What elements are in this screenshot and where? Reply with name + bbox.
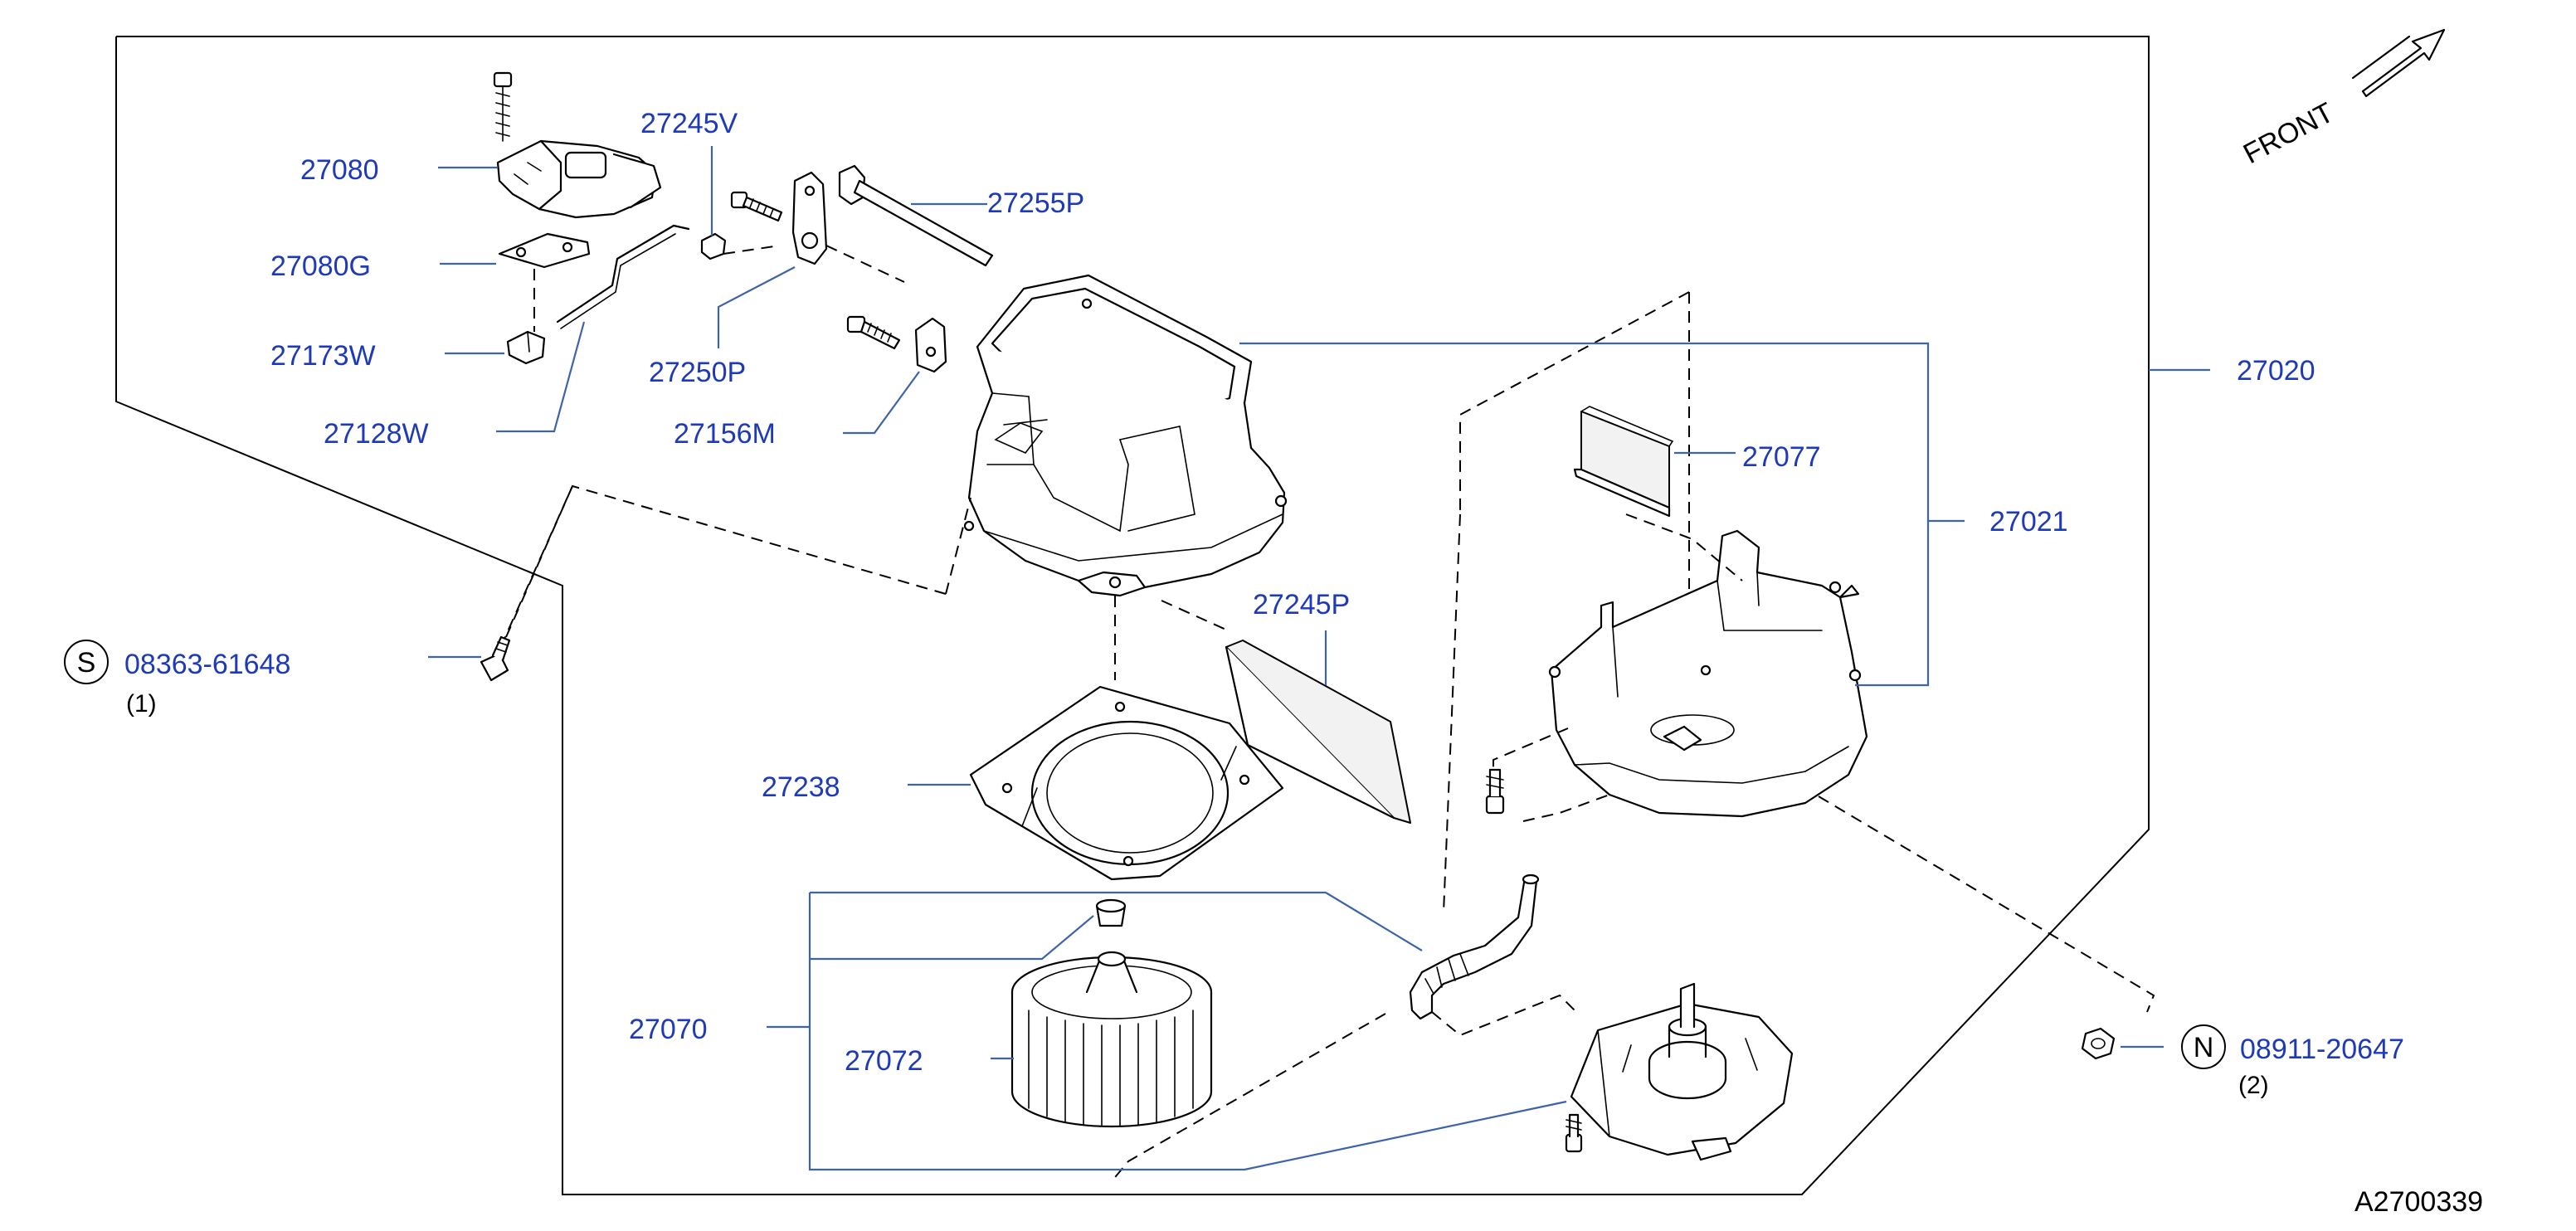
screw-quantity: (1) (126, 690, 157, 718)
reference-code: A2700339 (2354, 1186, 2483, 1218)
label-27173W: 27173W (270, 340, 376, 372)
leader-lines (428, 146, 2210, 1171)
assembly-frame (115, 36, 2150, 1195)
label-27077: 27077 (1742, 441, 1821, 473)
label-27238: 27238 (762, 771, 840, 803)
screw-part-number: 08363-61648 (124, 649, 290, 680)
screw-symbol: S (77, 647, 96, 679)
nut-symbol-circle (2181, 1024, 2226, 1069)
label-27020: 27020 (2237, 355, 2315, 387)
shaft-part-drawing (825, 164, 994, 283)
front-arrow-icon (2351, 28, 2446, 98)
scroll-case-drawing (1548, 406, 1868, 818)
label-27021: 27021 (1989, 506, 2068, 538)
nut-part-number: 08911-20647 (2240, 1034, 2404, 1065)
label-27245V: 27245V (640, 108, 738, 139)
label-27080: 27080 (300, 154, 379, 186)
gasket-part-drawing (969, 685, 1284, 881)
label-27072: 27072 (845, 1045, 923, 1077)
label-27128W: 27128W (324, 418, 429, 450)
fan-wheel-drawing (1010, 898, 1213, 1128)
label-27080G: 27080G (270, 251, 371, 282)
label-27245P: 27245P (1253, 589, 1350, 620)
label-27070: 27070 (629, 1014, 708, 1045)
intake-housing-drawing (963, 274, 1288, 597)
actuator-part-drawing (493, 71, 662, 365)
nut-part-drawing (2081, 1027, 2116, 1060)
lever-part-drawing (791, 171, 828, 265)
rod-part-drawing (556, 224, 690, 329)
mount-bracket-drawing (846, 315, 947, 373)
nut-symbol: N (2194, 1032, 2214, 1063)
label-27156M: 27156M (674, 418, 776, 450)
blower-motor-drawing (1565, 982, 1794, 1161)
hose-part-drawing (1409, 873, 1540, 1020)
nut-quantity: (2) (2238, 1072, 2269, 1099)
screw-part-drawing (480, 485, 573, 682)
label-27255P: 27255P (987, 187, 1084, 219)
case-bolt-drawing (1485, 768, 1505, 815)
label-27250P: 27250P (649, 357, 746, 388)
link-clip-drawing (700, 191, 783, 260)
front-label: FRONT (2238, 97, 2339, 171)
screw-symbol-circle (64, 640, 109, 684)
